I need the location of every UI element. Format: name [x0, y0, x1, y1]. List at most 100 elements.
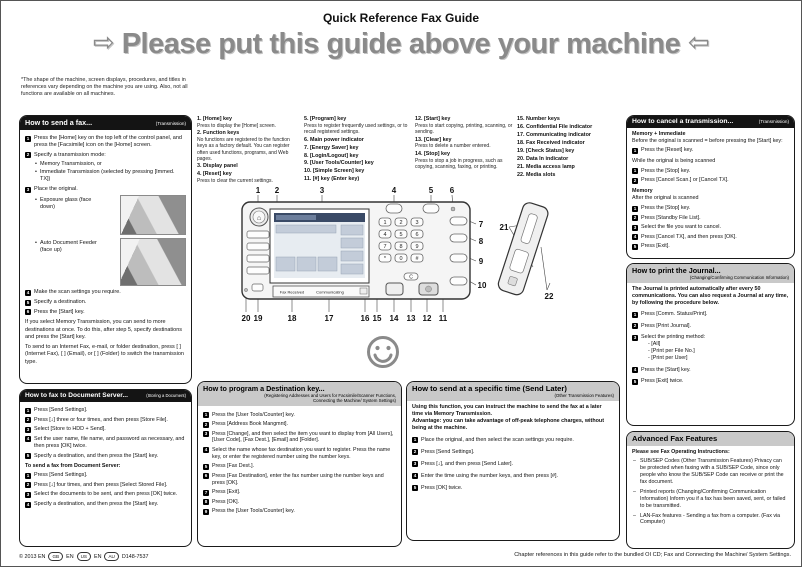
legend-item: 2. Function keys — [197, 130, 240, 137]
legend-item: 8. [Login/Logout] key — [304, 152, 359, 159]
section-title: How to send a fax... — [25, 118, 93, 127]
copyright: © 2013 EN — [19, 553, 46, 560]
section-program-destination: How to program a Destination key... (Reg… — [197, 381, 402, 547]
svg-text:1: 1 — [383, 220, 386, 226]
step: Press the [Start] key. — [632, 367, 789, 374]
step: Press [Address Book Mangmnt]. — [203, 421, 396, 428]
confidential-file-icon — [359, 287, 368, 295]
step: Specify a destination. — [25, 299, 186, 306]
adf-photo — [120, 238, 186, 287]
step: Select the name whose fax destination yo… — [203, 447, 396, 461]
step: Place the original, and then select the … — [412, 437, 614, 444]
callout-3: 3 — [320, 186, 325, 195]
region-badge-us: US — [76, 552, 91, 561]
step: Select the documents to be sent, and the… — [25, 491, 186, 498]
svg-text:9: 9 — [415, 244, 418, 250]
step: Press [Print Journal]. — [632, 323, 789, 330]
callout-22: 22 — [545, 292, 554, 301]
section-tag: (Other Transmission Features) — [554, 393, 614, 398]
legend-item: 16. Confidential File indicator — [517, 124, 593, 131]
step: Specify a destination, and then press th… — [25, 453, 186, 460]
callout-11: 11 — [439, 314, 448, 323]
legend-item: 3. Display panel — [197, 163, 238, 170]
stop-key[interactable] — [385, 282, 404, 296]
advanced-intro: Please see Fax Operating Instructions: — [632, 448, 730, 455]
step: Press [Change], and then select the item… — [203, 431, 396, 445]
callout-13: 13 — [407, 314, 416, 323]
section-tag: (Transmission) — [155, 121, 186, 126]
legend-item: 13. [Clear] key — [415, 136, 452, 143]
advanced-item: SUB/SEP Codes (Other Transmission Featur… — [632, 458, 789, 486]
step: Enter the time using the number keys, an… — [412, 473, 614, 480]
section-title: How to program a Destination key... — [203, 384, 325, 393]
print-method-option: - [Print per User] — [648, 355, 688, 362]
svg-text:*: * — [384, 256, 387, 262]
login-logout-key[interactable] — [449, 233, 468, 243]
step: Press [Cancel Scan.] or [Cancel TX]. — [632, 177, 789, 184]
step: Make the scan settings you require. — [25, 289, 186, 296]
control-panel-svg: ⌂ — [241, 186, 554, 323]
data-in-indicator — [244, 288, 248, 292]
cancel-note: Before the original is scanned = before … — [632, 137, 783, 144]
step: Press the [Home] key on the top left of … — [25, 135, 186, 149]
step: Press [OK] twice. — [412, 485, 614, 492]
home-icon: ⌂ — [257, 215, 261, 222]
advanced-item: Printed reports (Changing/Confirming Com… — [632, 489, 789, 510]
callout-6: 6 — [450, 186, 455, 195]
program-key[interactable] — [422, 203, 440, 214]
section-print-journal: How to print the Journal... (Changing/Co… — [626, 263, 795, 426]
legend-item: 17. Communicating indicator — [517, 132, 591, 139]
svg-text:7: 7 — [383, 244, 386, 250]
callout-12: 12 — [423, 314, 432, 323]
callout-19: 19 — [254, 314, 263, 323]
callout-16: 16 — [361, 314, 370, 323]
bullet: Memory Transmission, or — [34, 161, 186, 168]
step: Press [Fax Destination], enter the fax n… — [203, 473, 396, 487]
chapter-reference-note: Chapter references in this guide refer t… — [514, 552, 791, 558]
svg-text:0: 0 — [399, 256, 402, 262]
legend-item: 6. Main power indicator — [304, 136, 364, 143]
section-advanced-features: Advanced Fax Features Please see Fax Ope… — [626, 431, 795, 549]
callout-9: 9 — [479, 257, 484, 266]
bullet: Immediate Transmission (selected by pres… — [34, 169, 186, 183]
function-keys — [246, 230, 270, 275]
section-tag: (Transmission) — [758, 119, 789, 124]
region-badge-gb: GB — [48, 552, 64, 561]
step: Select the file you want to cancel. — [632, 224, 789, 231]
section-header: How to cancel a transmission... (Transmi… — [627, 116, 794, 128]
callout-18: 18 — [288, 314, 297, 323]
step: Press [Fax Dest.]. — [203, 463, 396, 470]
legend-col-1: 1. [Home] key Press to display the [Home… — [197, 115, 301, 184]
cancel-note: While the original is being scanned — [632, 158, 716, 165]
callout-5: 5 — [429, 186, 434, 195]
communicating-indicator: Communicating — [316, 290, 344, 295]
section-header: Advanced Fax Features — [627, 432, 794, 446]
section-tag: Connecting the Machine/ System Settings) — [313, 398, 396, 404]
callout-1: 1 — [256, 186, 261, 195]
legend-item: 9. [User Tools/Counter] key — [304, 160, 374, 167]
memory-tx-note: If you select Memory Transmission, you c… — [25, 319, 183, 340]
main-power-indicator — [450, 206, 456, 212]
legend-item: 22. Media slots — [517, 171, 556, 178]
reset-key[interactable] — [385, 203, 403, 214]
callout-20: 20 — [242, 314, 251, 323]
bullet: Exposure glass (face down) — [34, 197, 98, 211]
arrow-right-icon: ⇨ — [92, 27, 115, 57]
user-tools-counter-key[interactable] — [449, 253, 468, 263]
switch-type-note: To send to an Internet Fax, e-mail, or f… — [25, 344, 184, 365]
check-status-key[interactable] — [251, 283, 264, 292]
step: Press [Send Settings]. — [412, 449, 614, 456]
indicator-strip — [272, 285, 370, 298]
energy-saver-key[interactable] — [449, 216, 468, 226]
step: Press [Exit] twice. — [632, 378, 789, 385]
callout-14: 14 — [390, 314, 399, 323]
section-header: How to send a fax... (Transmission) — [20, 116, 191, 130]
banner-text: Please put this guide above your machine — [121, 28, 681, 60]
legend-item: 4. [Reset] key — [197, 171, 232, 178]
simple-screen-key[interactable] — [449, 276, 468, 286]
step: Specify a destination, and then press th… — [25, 501, 186, 508]
section-header: How to fax to Document Server... (Storin… — [20, 390, 191, 402]
clear-key[interactable] — [403, 272, 419, 281]
